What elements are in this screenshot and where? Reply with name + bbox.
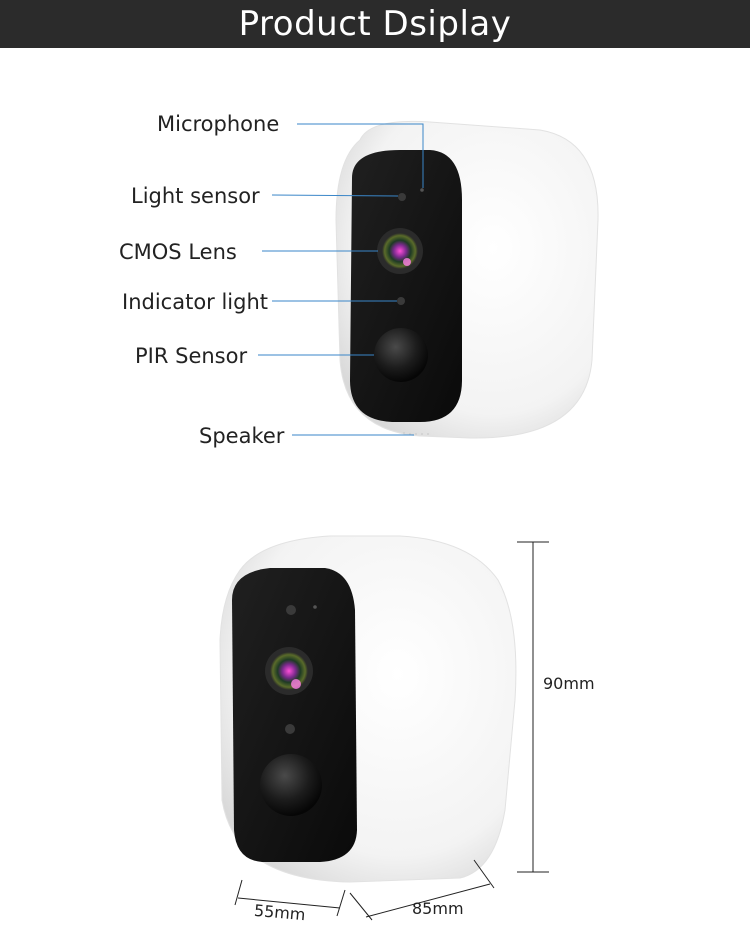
callout-speaker: Speaker bbox=[199, 424, 285, 448]
callout-microphone: Microphone bbox=[157, 112, 280, 136]
pir-sensor-dome bbox=[374, 328, 428, 382]
microphone-hole-bottom bbox=[313, 605, 317, 609]
speaker-grille bbox=[403, 432, 429, 435]
depth-dimension-line bbox=[365, 883, 491, 918]
indicator-light-dot bbox=[397, 297, 405, 305]
callout-indicator-light: Indicator light bbox=[122, 290, 269, 314]
cmos-lens-bottom bbox=[270, 652, 308, 690]
camera-angled-view bbox=[219, 535, 517, 883]
dimension-height-label: 90mm bbox=[543, 674, 595, 693]
microphone-leader-line bbox=[297, 123, 424, 188]
cmos-lens bbox=[382, 233, 418, 269]
pir-sensor-dome-bottom bbox=[260, 754, 322, 816]
light-sensor-leader-line bbox=[271, 194, 399, 197]
indicator-light-dot-bottom bbox=[285, 724, 295, 734]
page-title: Product Dsiplay bbox=[0, 0, 750, 48]
light-sensor-dot bbox=[398, 193, 406, 201]
callout-light-sensor: Light sensor bbox=[131, 184, 260, 208]
cmos-lens-highlight-bottom bbox=[291, 679, 301, 689]
dimension-depth-label: 85mm bbox=[412, 899, 464, 918]
light-sensor-dot-bottom bbox=[286, 605, 296, 615]
camera-front-view bbox=[335, 120, 599, 439]
callout-cmos-lens: CMOS Lens bbox=[119, 240, 237, 264]
dimension-lines bbox=[234, 541, 549, 921]
cmos-lens-highlight bbox=[403, 258, 411, 266]
callout-pir-sensor: PIR Sensor bbox=[135, 344, 248, 368]
microphone-hole bbox=[420, 188, 424, 192]
callout-leader-lines bbox=[258, 123, 424, 436]
width-dimension-line bbox=[237, 897, 341, 909]
